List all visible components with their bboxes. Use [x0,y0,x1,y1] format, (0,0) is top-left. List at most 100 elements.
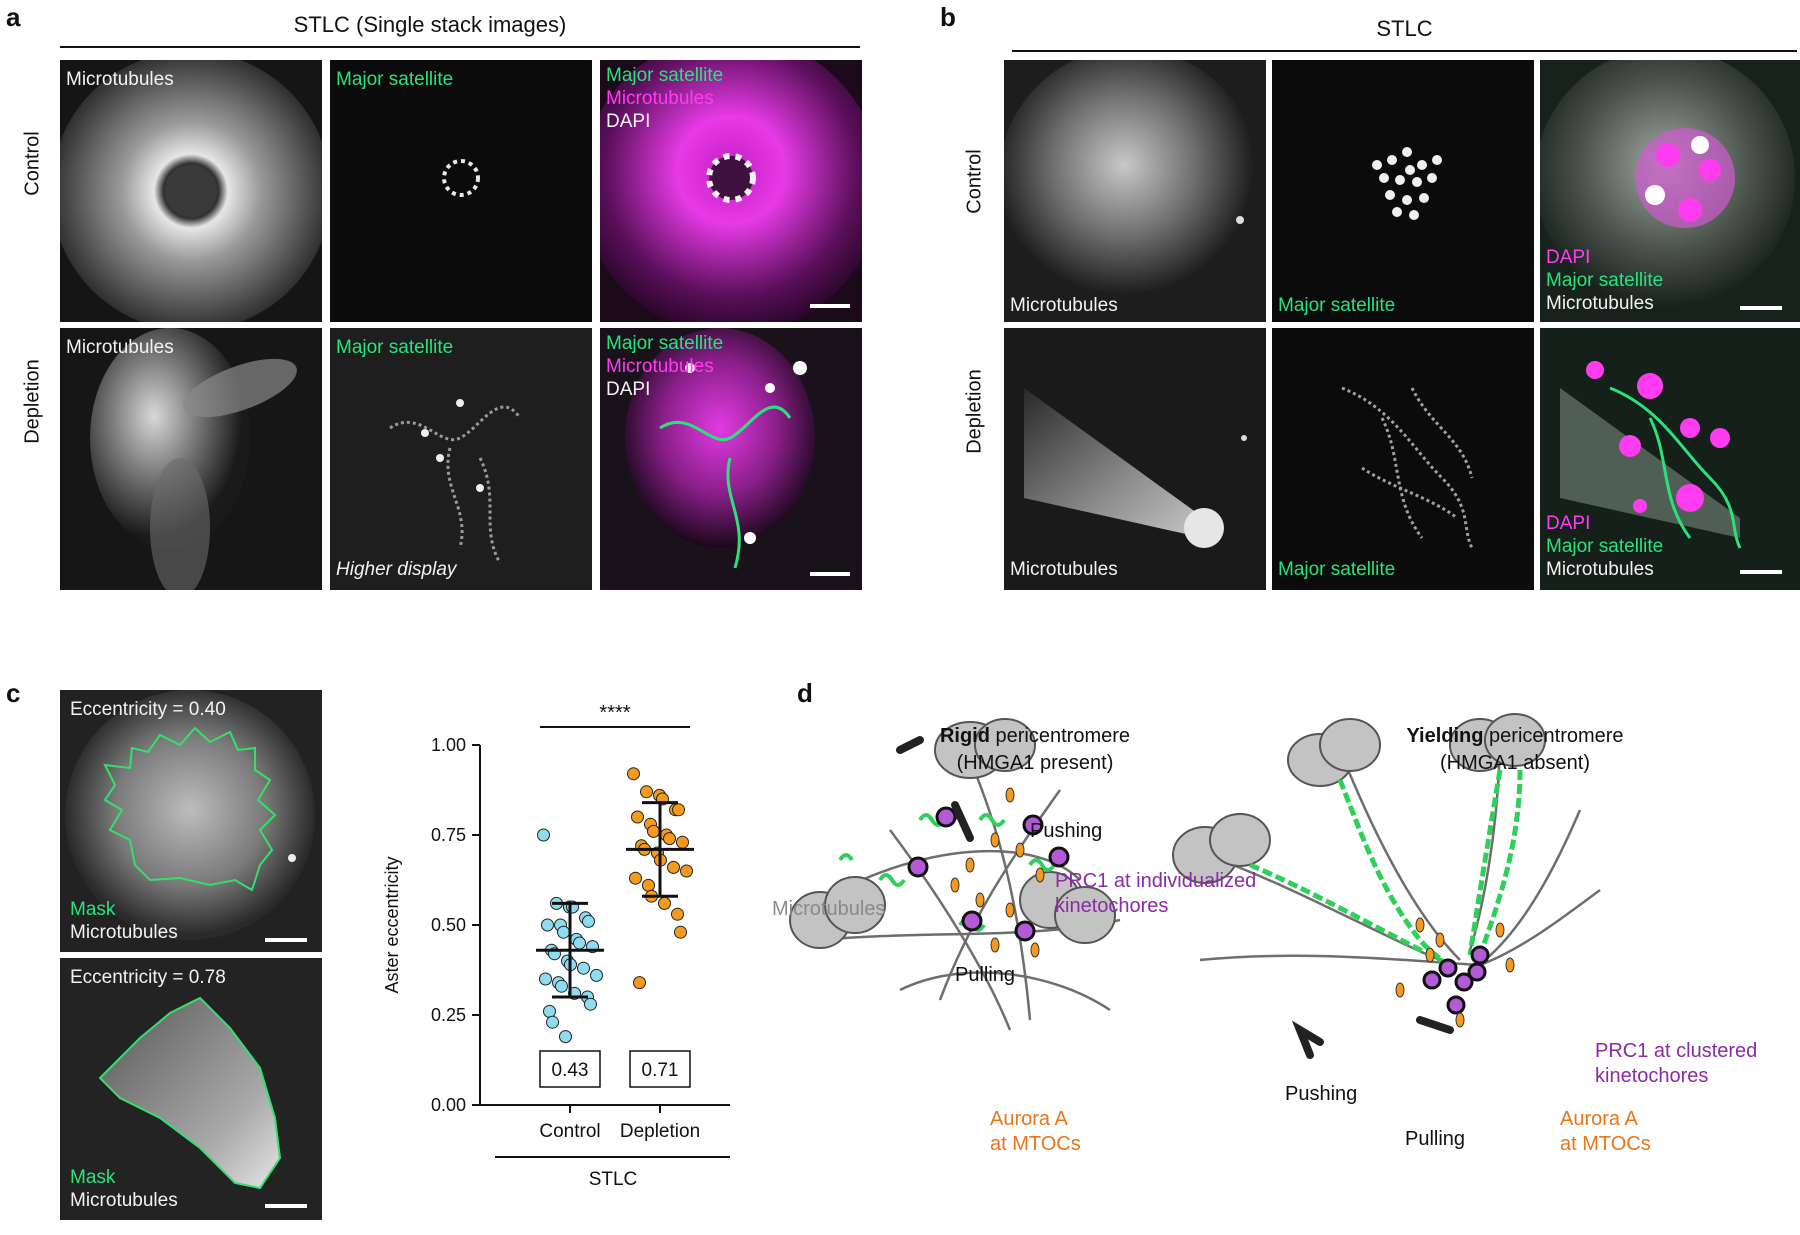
satellite-focus [1402,195,1412,205]
panel-a-letter: a [6,2,21,32]
satellite-focus [1409,210,1419,220]
group-label: STLC [589,1169,638,1190]
data-point [629,871,642,885]
data-point [555,979,568,993]
panel-a-control-merge-label-3: DAPI [606,111,651,132]
rigid-prc1-label-1: PRC1 at individualized [1055,870,1257,892]
panel-a-depletion-satellite-image: Major satellite Higher display [330,328,592,590]
panel-a-depletion-merge-image: Major satellite Microtubules DAPI [600,328,862,590]
panel-b-header: STLC [1376,16,1433,41]
yielding-subtitle: (HMGA1 absent) [1439,752,1591,774]
satellite-focus [1372,160,1382,170]
panel-a-control-merge-label-1: Major satellite [606,65,724,86]
data-point [631,810,644,824]
scale-bar [265,938,307,942]
rigid-pushing-label: Pushing [1030,820,1103,842]
rigid-title-rest: pericentromere [989,725,1131,747]
panel-b-depletion-merge-label-1: DAPI [1546,513,1591,534]
chromosome-clusters [1172,713,1546,884]
satellite-focus [1427,173,1437,183]
x-tick-label: Control [539,1121,600,1142]
satellite-focus [1419,193,1429,203]
yielding-title: Yielding pericentromere [1405,725,1625,748]
rigid-aurora-label-1: Aurora A [990,1108,1068,1130]
data-point [658,896,671,910]
rigid-title: Rigid pericentromere [935,725,1135,748]
panel-b-row-depletion: Depletion [963,369,986,454]
panel-c-top-mask-label: Mask [70,899,116,920]
panel-a-control-merge-image: Major satellite Microtubules DAPI [600,60,862,322]
panel-c-top-image: Eccentricity = 0.40 Mask Microtubules [60,690,322,952]
panel-c-bottom-mask-label: Mask [70,1167,116,1188]
yielding-title-bold: Yielding [1406,725,1484,747]
stretched-pericentromeres [1249,769,1523,968]
microtubules-label: Microtubules [772,898,886,920]
satellite-focus [1432,155,1442,165]
data-point [546,1015,559,1029]
data-point [633,976,646,990]
panel-b-depletion-col1-label: Microtubules [1010,559,1118,580]
mean-value-label: 0.71 [642,1060,679,1081]
data-point [590,968,603,982]
rigid-subtitle: (HMGA1 present) [956,752,1114,774]
panel-a-row-control: Control [21,131,44,196]
panel-a-header: STLC (Single stack images) [293,12,567,37]
y-axis-label: Aster eccentricity [382,856,402,993]
rigid-prc1-label-2: kinetochores [1055,895,1169,917]
panel-b-depletion-merge-label-2: Major satellite [1546,536,1664,557]
panel-a-control-col1-label: Microtubules [66,69,174,90]
yielding-prc1-label-2: kinetochores [1595,1065,1709,1087]
panel-a-header-rule [60,46,860,48]
mean-value-label: 0.43 [552,1060,589,1081]
satellite-focus [1392,207,1402,217]
data-point [680,864,693,878]
panel-a-control-microtubules-image: Microtubules [60,60,322,322]
data-point [640,785,653,799]
data-point [537,828,550,842]
panel-c-bottom-image: Eccentricity = 0.78 Mask Microtubules [60,958,322,1220]
panel-a-control-satellite-image: Major satellite [330,60,592,322]
panel-b-control-col2-label: Major satellite [1278,295,1396,316]
panel-b-control-merge-image: DAPI Major satellite Microtubules [1540,60,1800,322]
data-point [642,878,655,892]
yielding-aurora-label-2: at MTOCs [1560,1133,1651,1155]
panel-b-header-rule [1012,50,1797,52]
panel-b-depletion-merge-image: DAPI Major satellite Microtubules [1540,328,1800,590]
panel-c-top-channel-label: Microtubules [70,922,178,943]
data-point [559,1030,572,1044]
panel-d-letter: d [797,678,813,708]
data-point [584,997,597,1011]
satellite-focus [1405,165,1415,175]
satellite-focus [1387,155,1397,165]
panel-b-depletion-satellite-image: Major satellite [1272,328,1534,590]
data-point [543,1004,556,1018]
panel-b-control-satellite-image: Major satellite [1272,60,1534,322]
rigid-aurora-label-2: at MTOCs [990,1133,1081,1155]
satellite-focus [1379,173,1389,183]
panel-a-control-col2-label: Major satellite [336,69,454,90]
panel-a-depletion-col2-note: Higher display [336,559,457,580]
data-point [672,803,685,817]
mean-box [539,1050,601,1088]
data-point [647,824,660,838]
satellite-focus [1412,177,1422,187]
panel-a-depletion-merge-label-1: Major satellite [606,333,724,354]
panel-b-depletion-microtubules-image: Microtubules [1004,328,1266,590]
data-point [541,918,554,932]
panel-a-depletion-merge-label-2: Microtubules [606,356,714,377]
panel-b-letter: b [940,2,956,32]
significance-label: **** [599,702,630,724]
data-point [557,925,570,939]
x-tick-label: Depletion [620,1121,700,1142]
panel-c-letter: c [6,678,21,708]
satellite-focus [1385,190,1395,200]
mean-box [629,1050,691,1088]
panel-a-depletion-merge-label-3: DAPI [606,379,651,400]
data-point [582,914,595,928]
aurora-a-mtocs [1395,917,1515,1028]
panel-b-control-merge-label-1: DAPI [1546,247,1591,268]
panel-b-control-col1-label: Microtubules [1010,295,1118,316]
yielding-title-rest: pericentromere [1483,725,1624,747]
y-tick-label: 0.50 [431,915,466,935]
panel-c-bottom-channel-label: Microtubules [70,1190,178,1211]
